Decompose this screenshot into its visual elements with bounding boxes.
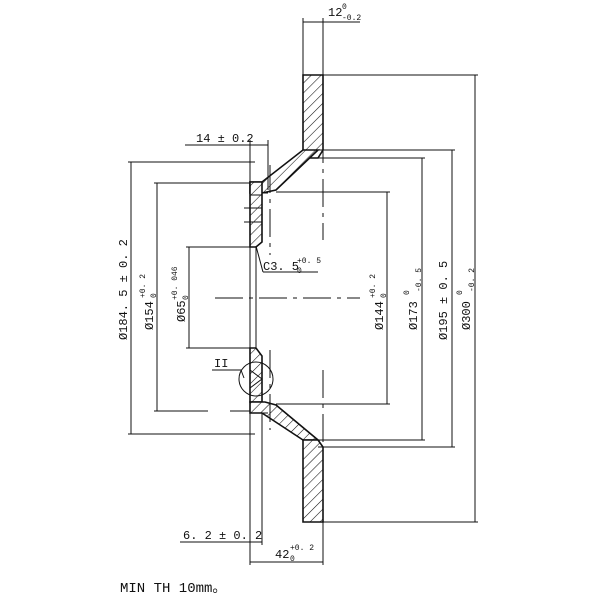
min-thickness-note: MIN TH 10mm。 [120,581,226,597]
left-diameters: Ø184. 5 ± 0. 2 Ø154 +0. 2 0 Ø65 +0. 046 … [117,161,255,435]
svg-text:0: 0 [380,293,389,298]
svg-text:-0. 5: -0. 5 [415,268,424,292]
svg-text:0: 0 [182,295,191,300]
top-dimensions: 12 0 -0.2 14 ± 0.2 [185,3,361,190]
lower-hat-wall [249,401,321,441]
hat-offset-dim: 14 ± 0.2 [196,132,254,146]
disc-section [244,74,324,523]
lower-friction-ring [302,439,324,523]
upper-mounting-face [249,181,263,248]
svg-text:+0. 5: +0. 5 [297,257,321,266]
hub-thickness-dim: 12 [328,6,342,20]
dia-154-dim: Ø154 [143,301,157,330]
svg-text:0: 0 [403,290,412,295]
svg-text:+0. 2: +0. 2 [369,274,378,298]
chamfer-dim: C3. 5 [263,260,299,274]
dia-184-dim: Ø184. 5 ± 0. 2 [117,239,131,340]
dia-173-dim: Ø173 [407,301,421,330]
ring-width-dim: 6. 2 ± 0. 2 [183,529,262,543]
detail-ii-marker: II [212,357,274,397]
dia-300-dim: Ø300 [460,301,474,330]
detail-label: II [214,357,228,371]
svg-text:+0. 2: +0. 2 [139,274,148,298]
dia-65-dim: Ø65 [175,300,189,322]
svg-text:+0. 2: +0. 2 [290,544,314,553]
svg-text:0: 0 [342,3,347,12]
svg-text:0: 0 [290,555,295,564]
svg-text:0: 0 [150,293,159,298]
total-height-dim: 42 [275,548,289,562]
dia-195-dim: Ø195 ± 0. 5 [437,261,451,340]
bottom-dimensions: 6. 2 ± 0. 2 42 +0. 2 0 [180,413,324,565]
chamfer-callout: C3. 5 +0. 5 0 [255,245,321,276]
svg-text:-0. 2: -0. 2 [468,268,477,292]
right-diameters: Ø300 0 -0. 2 Ø195 ± 0. 5 Ø173 0 -0. 5 Ø1… [276,74,478,523]
dia-144-dim: Ø144 [373,301,387,330]
svg-text:0: 0 [456,290,465,295]
svg-text:0: 0 [297,267,302,276]
upper-friction-ring [302,74,324,159]
svg-text:+0. 046: +0. 046 [171,266,180,300]
svg-text:-0.2: -0.2 [342,14,361,23]
center-lines [215,135,360,445]
